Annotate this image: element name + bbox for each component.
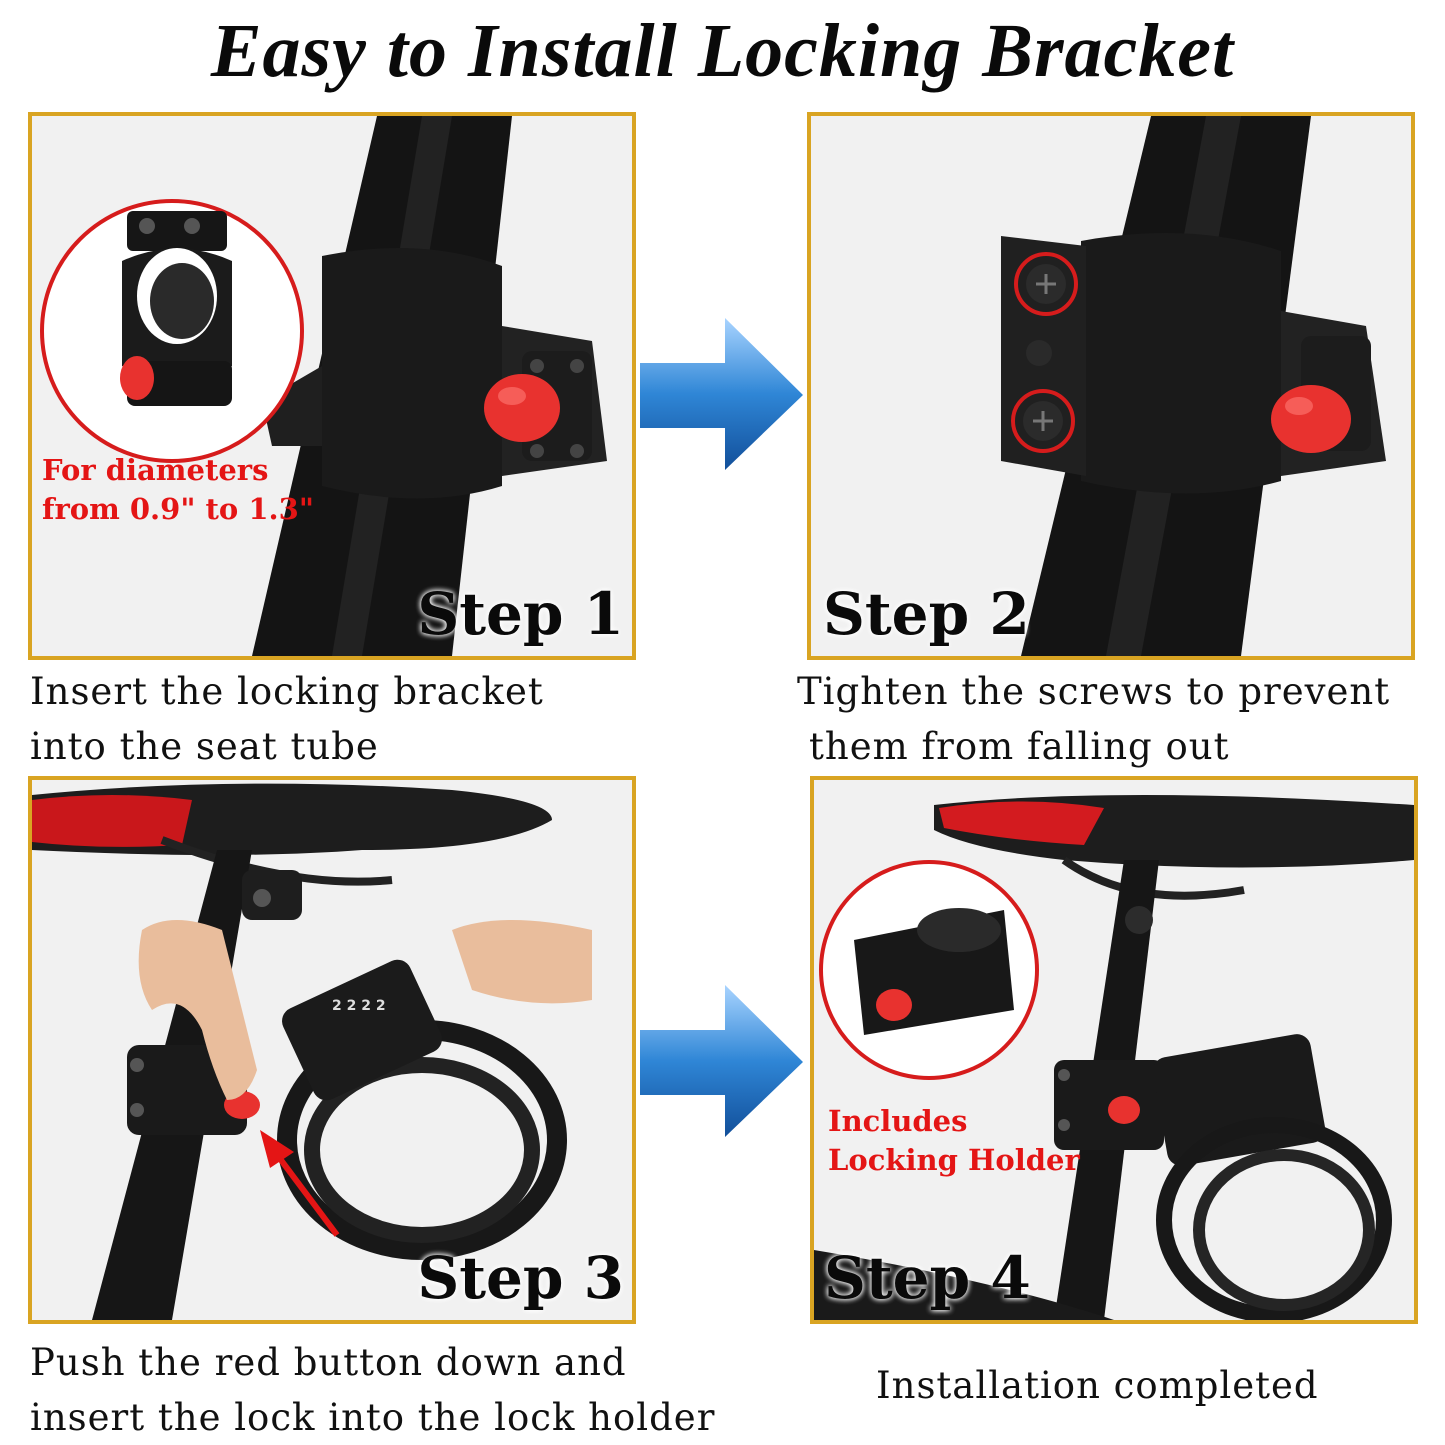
step-1-caption: Insert the locking bracket into the seat… bbox=[30, 664, 544, 774]
step-2-illustration bbox=[1001, 116, 1386, 656]
caption-line-1: Push the red button down and bbox=[30, 1341, 627, 1384]
callout-line-2: Locking Holder bbox=[828, 1143, 1080, 1178]
step-3-caption: Push the red button down and insert the … bbox=[30, 1335, 715, 1445]
caption-line-1: Insert the locking bracket bbox=[30, 670, 544, 713]
step-1-panel: For diameters from 0.9" to 1.3" Step 1 bbox=[28, 112, 636, 660]
caption-line-2: them from falling out bbox=[809, 725, 1230, 768]
step-4-illustration bbox=[814, 795, 1414, 1320]
step-1-label: Step 1 bbox=[417, 580, 624, 648]
step-3-panel: 2 2 2 2 Step 3 bbox=[28, 776, 636, 1324]
caption-line-1: Installation completed bbox=[876, 1364, 1319, 1407]
caption-line-2: into the seat tube bbox=[30, 725, 379, 768]
caption-line-2: insert the lock into the lock holder bbox=[30, 1396, 716, 1439]
step-2-label: Step 2 bbox=[823, 580, 1030, 648]
page-title: Easy to Install Locking Bracket bbox=[210, 9, 1235, 93]
right-arrow-icon bbox=[640, 985, 803, 1137]
step-3-illustration: 2 2 2 2 bbox=[32, 783, 592, 1320]
step-2-caption: Tighten the screws to prevent them from … bbox=[797, 664, 1390, 774]
step-4-panel: Includes Locking Holder Step 4 bbox=[810, 776, 1418, 1324]
holder-callout: Includes Locking Holder bbox=[828, 1102, 1080, 1180]
step-4-label: Step 4 bbox=[824, 1244, 1031, 1312]
step-3-label: Step 3 bbox=[417, 1244, 624, 1312]
step-2-panel: Step 2 bbox=[807, 112, 1415, 660]
red-arrow-icon bbox=[260, 1130, 340, 1237]
diameter-callout: For diameters from 0.9" to 1.3" bbox=[42, 451, 314, 529]
dial-digits: 2 2 2 2 bbox=[332, 998, 386, 1014]
callout-line-1: Includes bbox=[828, 1104, 968, 1138]
caption-line-1: Tighten the screws to prevent bbox=[797, 670, 1391, 713]
right-arrow-icon bbox=[640, 318, 803, 470]
callout-line-1: For diameters bbox=[42, 453, 269, 487]
callout-line-2: from 0.9" to 1.3" bbox=[42, 492, 314, 527]
step-4-caption: Installation completed bbox=[876, 1358, 1319, 1413]
step-1-illustration bbox=[40, 116, 607, 656]
